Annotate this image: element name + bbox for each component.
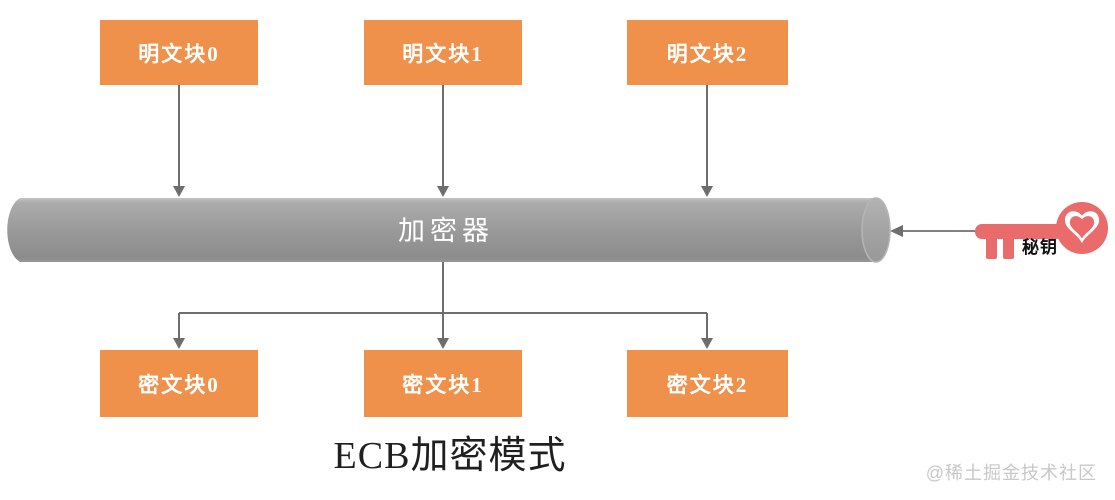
arrows-plaintext-to-encryptor: [173, 85, 713, 197]
encryptor-cylinder: 加密器: [7, 197, 891, 263]
diagram-title: ECB加密模式: [333, 435, 567, 477]
key-tooth-1: [986, 232, 997, 259]
key-label: 秘钥: [1022, 237, 1058, 257]
plaintext-block-2: 明文块2: [627, 20, 788, 85]
cylinder-body: [7, 198, 890, 262]
arrow-plaintext-1-head: [437, 186, 449, 197]
arrow-ciphertext-1-head: [437, 338, 449, 349]
watermark: @稀土掘金技术社区: [925, 463, 1097, 483]
key-tooth-2: [1003, 232, 1014, 259]
key-icon: 秘钥: [975, 202, 1108, 259]
arrow-ciphertext-2-head: [701, 338, 713, 349]
arrow-ciphertext-0-head: [173, 338, 185, 349]
arrow-plaintext-0-head: [173, 186, 185, 197]
ciphertext-block-2: 密文块2: [627, 350, 788, 417]
arrows-encryptor-to-ciphertext: [173, 262, 713, 349]
plaintext-block-1: 明文块1: [364, 20, 522, 85]
arrow-key-to-encryptor: [890, 225, 980, 237]
arrow-key-head: [890, 225, 903, 237]
ciphertext-block-1: 密文块1: [364, 350, 522, 417]
cylinder-right-cap: [861, 197, 891, 263]
ciphertext-block-0: 密文块0: [100, 350, 258, 417]
encryptor-label: 加密器: [398, 216, 494, 246]
key-bow-heart: [1069, 216, 1095, 239]
plaintext-block-0: 明文块0: [100, 20, 258, 85]
arrow-plaintext-2-head: [701, 186, 713, 197]
